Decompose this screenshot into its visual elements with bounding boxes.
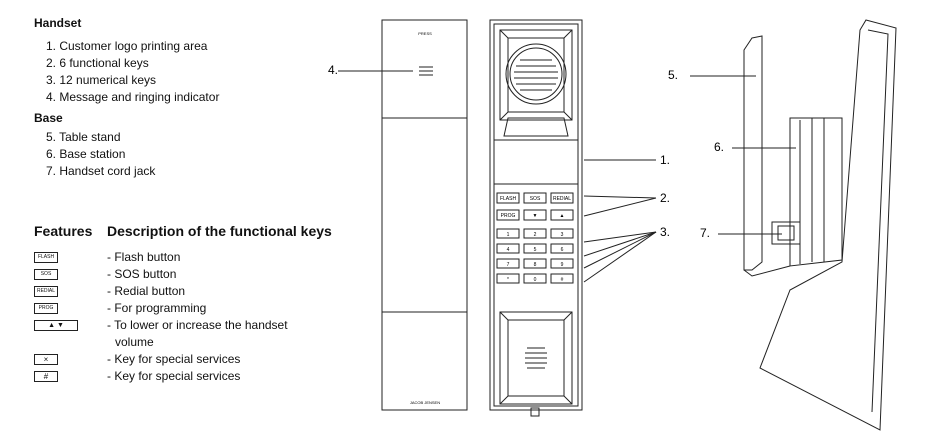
- numkey-5: 5: [534, 247, 537, 253]
- prog-key-icon: PROG: [34, 303, 58, 314]
- handset-heading: Handset: [34, 16, 82, 30]
- numkey-2: 2: [534, 232, 537, 238]
- keypad-prog: PROG: [501, 213, 516, 219]
- list-item: 4. Message and ringing indicator: [46, 90, 220, 104]
- numkey-hash: #: [561, 277, 564, 283]
- description-heading: Description of the functional keys: [107, 223, 332, 239]
- numkey-1: 1: [507, 232, 510, 238]
- keypad-sos: SOS: [530, 196, 541, 202]
- volume-keys-icon: ▲ ▼: [34, 320, 78, 331]
- mouthpiece-slots-icon: [525, 347, 547, 369]
- numkey-6: 6: [561, 247, 564, 253]
- numkey-3: 3: [561, 232, 564, 238]
- sos-key-icon: SOS: [34, 269, 58, 280]
- callout-6: 6.: [714, 140, 724, 154]
- list-item: 7. Handset cord jack: [46, 164, 156, 178]
- hash-key-icon: #: [34, 371, 58, 382]
- desc-hash: - Key for special services: [107, 369, 241, 383]
- list-item: 3. 12 numerical keys: [46, 73, 157, 87]
- desc-redial: - Redial button: [107, 284, 186, 298]
- redial-key-icon: REDIAL: [34, 286, 58, 297]
- numkey-8: 8: [534, 262, 537, 268]
- callout-7: 7.: [700, 226, 710, 240]
- desc-prog: - For programming: [107, 301, 207, 315]
- numkey-0: 0: [534, 277, 537, 283]
- keypad-redial: REDIAL: [553, 196, 571, 202]
- desc-volume: - To lower or increase the handset: [107, 318, 288, 332]
- list-item: 6. Base station: [46, 147, 126, 161]
- desc-star: - Key for special services: [107, 352, 241, 366]
- list-item: 2. 6 functional keys: [46, 56, 149, 70]
- numkey-4: 4: [507, 247, 510, 253]
- flash-key-icon: FLASH: [34, 252, 58, 263]
- callout-4: 4.: [328, 63, 338, 77]
- callout-3: 3.: [660, 225, 670, 239]
- numkey-9: 9: [561, 262, 564, 268]
- base-side-view: [743, 19, 897, 431]
- handset-keypad-view: [489, 19, 583, 417]
- keypad-flash: FLASH: [500, 196, 517, 202]
- callout-2: 2.: [660, 191, 670, 205]
- handset-front-view: [381, 19, 468, 411]
- press-label: PRESS: [418, 31, 432, 36]
- desc-sos: - SOS button: [107, 267, 177, 281]
- keypad-up: ▲: [560, 213, 565, 219]
- base-heading: Base: [34, 111, 63, 125]
- desc-volume-cont: volume: [115, 335, 154, 349]
- numkey-star: *: [507, 277, 509, 283]
- earpiece-slots-icon: [514, 59, 558, 91]
- base-list: 5. Table stand 6. Base station 7. Handse…: [46, 129, 155, 180]
- keypad-down: ▼: [533, 213, 538, 219]
- numkey-7: 7: [507, 262, 510, 268]
- features-heading: Features: [34, 223, 93, 239]
- callout-5: 5.: [668, 68, 678, 82]
- list-item: 1. Customer logo printing area: [46, 39, 208, 53]
- callout-1: 1.: [660, 153, 670, 167]
- list-item: 5. Table stand: [46, 130, 121, 144]
- handset-list: 1. Customer logo printing area 2. 6 func…: [46, 38, 219, 106]
- star-key-icon: ×: [34, 354, 58, 365]
- ringing-indicator-icon: [419, 66, 433, 76]
- desc-flash: - Flash button: [107, 250, 181, 264]
- brand-label: JACOB JENSEN: [410, 400, 440, 405]
